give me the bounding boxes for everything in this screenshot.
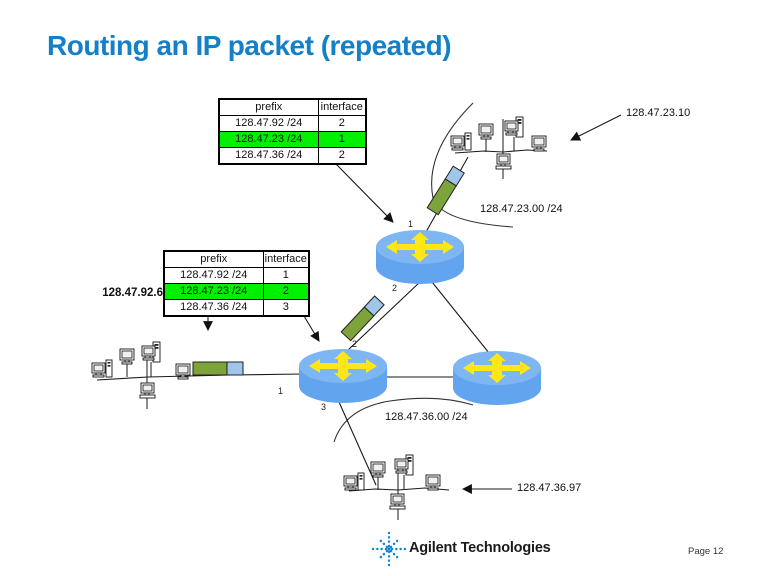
ip-packet-horizontal [192,361,244,376]
table-row-highlighted: 128.47.23 /24 1 [218,131,367,148]
arrow-host-23-10 [570,114,622,141]
label-router2-interface-2: 2 [352,339,358,349]
lan-36-hosts [343,454,441,510]
routing-table-router1: prefix interface 128.47.92 /24 2 128.47.… [218,98,367,165]
col-header-prefix: prefix [218,98,319,116]
routing-table-router2: prefix interface 128.47.92 /24 1 128.47.… [163,250,310,317]
computer-icon [450,132,472,151]
col-header-interface: interface [262,250,310,268]
table-row: 128.47.92 /24 2 [218,115,367,132]
table-row-highlighted: 128.47.23 /24 2 [163,283,310,300]
cell-prefix: 128.47.23 /24 [163,283,264,300]
cell-interface: 2 [317,147,367,165]
label-host-36-97: 128.47.36.97 [517,482,582,494]
label-router1-interface-2: 2 [392,283,398,293]
cell-interface: 3 [262,299,310,317]
link-router1-router3 [431,281,490,354]
router2-icon [299,349,387,403]
link-router2-lan36 [338,401,377,486]
lan-92-hosts [91,341,191,399]
label-router2-interface-1: 1 [278,386,284,396]
cell-interface: 1 [317,131,367,148]
computer-icon [343,472,365,491]
table-header-row: prefix interface [163,250,310,268]
computer-icon [91,359,113,378]
label-network-36: 128.47.36.00 /24 [385,411,468,423]
cell-interface: 2 [317,115,367,132]
computer-icon [389,493,406,510]
cell-prefix: 128.47.23 /24 [218,131,319,148]
cell-prefix: 128.47.92 /24 [163,267,264,284]
table-row: 128.47.36 /24 3 [163,299,310,317]
table-header-row: prefix interface [218,98,367,116]
arrow-table1-to-router1 [335,163,394,223]
col-header-prefix: prefix [163,250,264,268]
label-router1-interface-1: 1 [408,219,414,229]
router1-icon [376,230,464,284]
label-host-92: 128.47.92.6 [102,287,163,299]
col-header-interface: interface [317,98,367,116]
computer-icon [531,135,547,152]
page-number: Page 12 [688,546,724,557]
computer-icon [141,341,161,363]
cell-interface: 1 [262,267,310,284]
cell-prefix: 128.47.92 /24 [218,115,319,132]
ip-packet-on-link-r2-r1 [340,295,385,342]
computer-icon [425,474,441,491]
computer-icon [139,382,156,399]
router3-icon [453,351,541,405]
table-row: 128.47.92 /24 1 [163,267,310,284]
network-boundary-arc-36 [333,397,474,443]
cell-prefix: 128.47.36 /24 [218,147,319,165]
label-network-23: 128.47.23.00 /24 [480,203,563,215]
computer-icon [394,454,414,476]
computer-icon [119,348,135,365]
cell-prefix: 128.47.36 /24 [163,299,264,317]
link-router2-router1 [346,280,422,352]
logo-text: Agilent Technologies [409,540,551,556]
page-title: Routing an IP packet (repeated) [47,30,452,61]
ip-packet-on-link-r1-lan23 [426,165,465,216]
computer-icon [175,363,191,380]
cell-interface: 2 [262,283,310,300]
computer-icon [478,123,494,140]
computer-icon [504,116,524,138]
agilent-spark-icon [370,531,408,567]
label-host-23-10: 128.47.23.10 [626,107,691,119]
table-row: 128.47.36 /24 2 [218,147,367,165]
computer-icon [495,153,512,170]
label-router2-interface-3: 3 [321,402,327,412]
computer-icon [370,461,386,478]
